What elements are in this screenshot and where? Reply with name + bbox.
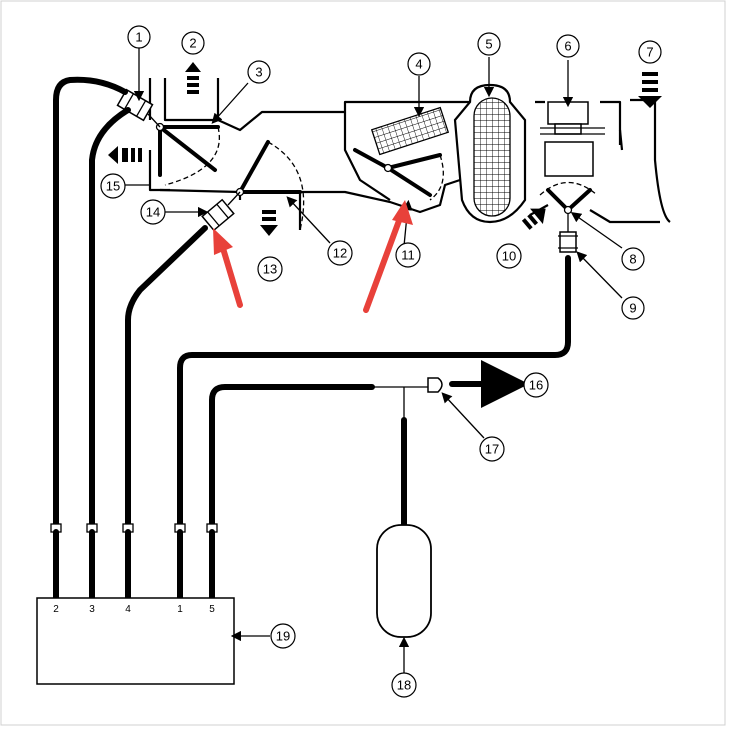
svg-text:1: 1 [135, 30, 142, 45]
svg-text:16: 16 [529, 378, 543, 393]
vacuum-actuator-9 [558, 213, 578, 253]
fitting-4 [122, 523, 134, 601]
fitting-1 [174, 523, 186, 601]
evaporator [453, 83, 527, 224]
vacuum-hoses [53, 76, 571, 528]
svg-text:14: 14 [146, 205, 160, 220]
mode-door-upper [155, 122, 220, 186]
hose-fittings [50, 523, 218, 601]
airflow-arrow-10 [521, 208, 546, 230]
fitting-2 [50, 523, 62, 601]
callout-9: 9 [621, 296, 645, 320]
callout-13: 13 [257, 256, 283, 282]
airflow-arrow-left [108, 146, 142, 164]
svg-text:3: 3 [255, 65, 262, 80]
svg-text:13: 13 [263, 262, 277, 277]
highlight-arrowhead-door [392, 200, 413, 225]
highlight-arrowhead-actuator [213, 228, 233, 255]
fitting-5 [206, 523, 218, 601]
port-label-4: 4 [125, 604, 131, 615]
callout-17: 17 [479, 436, 505, 462]
port-label-3: 3 [89, 604, 95, 615]
fitting-3 [86, 523, 98, 601]
airflow-arrow-down-13 [260, 210, 278, 236]
svg-text:5: 5 [485, 37, 492, 52]
heater-core [370, 106, 450, 156]
callout-18: 18 [391, 672, 417, 698]
port-label-1: 1 [177, 604, 183, 615]
control-module: 2 3 4 1 5 [36, 597, 235, 685]
svg-text:4: 4 [415, 57, 422, 72]
callout-16: 16 [523, 372, 549, 398]
callout-7: 7 [638, 40, 662, 64]
vacuum-reservoir [376, 524, 432, 638]
highlight-arrow-actuator [219, 242, 243, 308]
svg-text:11: 11 [401, 248, 415, 263]
svg-text:10: 10 [502, 249, 516, 264]
svg-text:15: 15 [106, 179, 120, 194]
svg-text:8: 8 [629, 252, 636, 267]
callout-5: 5 [477, 32, 501, 56]
leader-lines [125, 48, 623, 673]
vacuum-actuator-14 [201, 191, 241, 232]
svg-text:18: 18 [397, 678, 411, 693]
airflow-arrow-down-7 [638, 72, 662, 108]
callout-3: 3 [247, 60, 271, 84]
highlight-arrow-door [363, 215, 403, 313]
svg-text:7: 7 [646, 45, 653, 60]
callout-19: 19 [270, 623, 296, 649]
blower-motor [540, 60, 605, 177]
mode-door-lower [235, 140, 305, 231]
callout-8: 8 [621, 247, 645, 271]
svg-text:6: 6 [564, 39, 571, 54]
check-valve [427, 377, 443, 393]
callout-12: 12 [327, 240, 353, 266]
callout-6: 6 [556, 34, 580, 58]
svg-text:9: 9 [629, 301, 636, 316]
callout-4: 4 [407, 52, 431, 76]
svg-text:2: 2 [189, 36, 196, 51]
callout-15: 15 [100, 173, 126, 199]
port-label-5: 5 [209, 604, 215, 615]
airflow-arrow-up [185, 62, 201, 94]
svg-text:12: 12 [333, 246, 347, 261]
callout-10: 10 [496, 243, 522, 269]
svg-text:17: 17 [485, 442, 499, 457]
port-label-2: 2 [53, 604, 59, 615]
svg-text:19: 19 [276, 629, 290, 644]
callout-14: 14 [140, 199, 166, 225]
recirc-door [539, 182, 598, 215]
callout-2: 2 [181, 31, 205, 55]
blend-door [353, 148, 444, 201]
callout-1: 1 [127, 25, 151, 49]
callout-11: 11 [395, 242, 421, 268]
